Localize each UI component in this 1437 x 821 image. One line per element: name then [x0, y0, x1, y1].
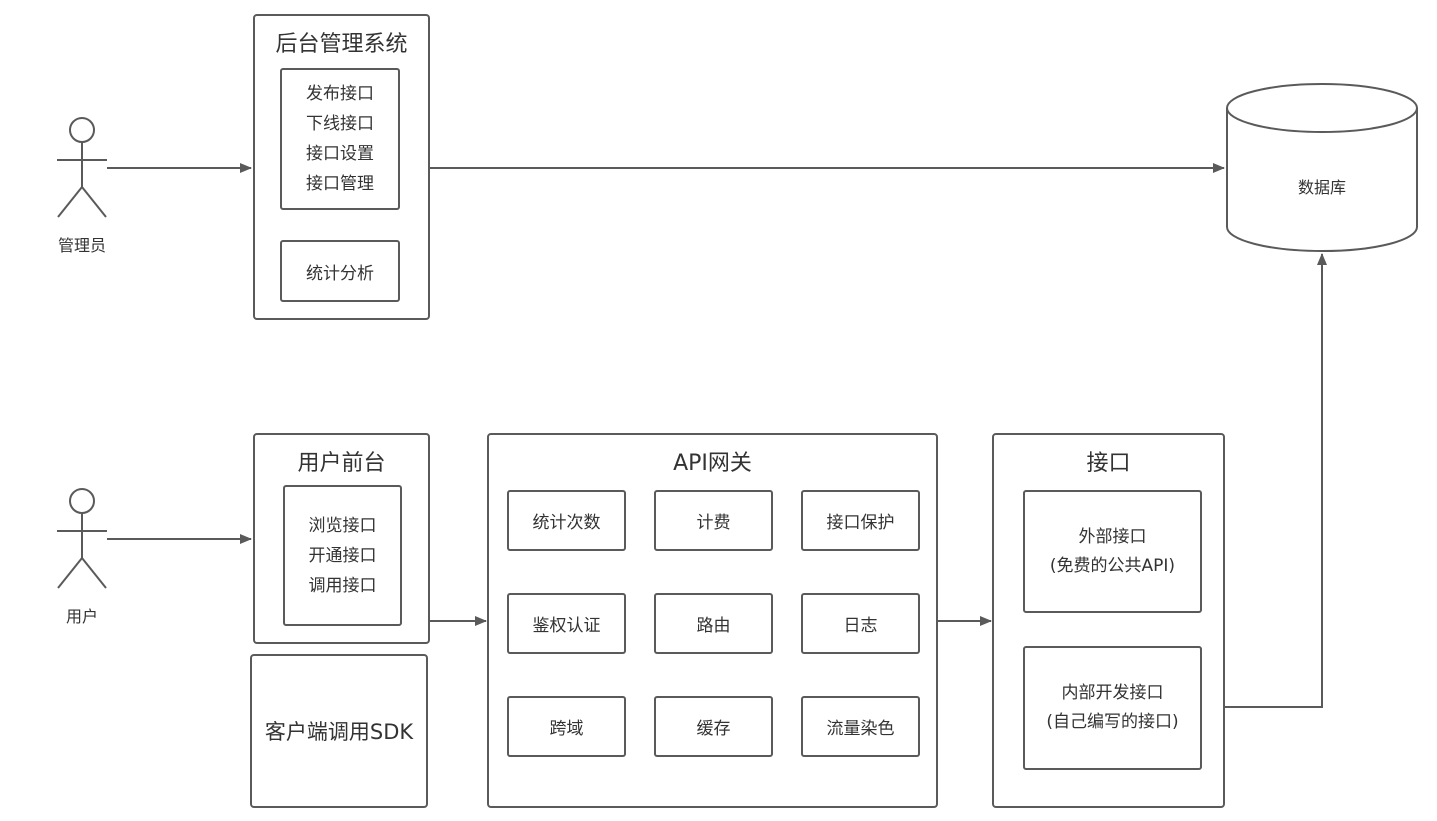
- admin-actor-icon: [57, 117, 107, 218]
- function-publish-api: 发布接口: [306, 84, 374, 104]
- gateway-item-cors: 跨域: [507, 696, 626, 757]
- api-title: 接口: [1086, 451, 1131, 476]
- function-browse-api: 浏览接口: [308, 515, 377, 536]
- admin-system-box: 后台管理系统 发布接口 下线接口 接口设置 接口管理 统计分析: [253, 14, 430, 320]
- function-activate-api: 开通接口: [308, 545, 377, 566]
- arrow-internal-api-to-database: [1200, 253, 1327, 708]
- gateway-box: API网关 统计次数 计费 接口保护 鉴权认证 路由 日志 跨域 缓存 流量染色: [487, 433, 938, 808]
- gateway-item-routing: 路由: [654, 593, 773, 654]
- admin-system-title: 后台管理系统: [275, 32, 408, 57]
- frontend-functions-box: 浏览接口 开通接口 调用接口: [283, 485, 402, 626]
- external-api-label: 外部接口: [1078, 526, 1147, 547]
- gateway-item-cache: 缓存: [654, 696, 773, 757]
- admin-label: 管理员: [57, 236, 106, 255]
- admin-functions-box: 发布接口 下线接口 接口设置 接口管理: [280, 68, 400, 210]
- api-box: 接口 外部接口 (免费的公共API) 内部开发接口 (自己编写的接口): [992, 433, 1225, 808]
- user-label: 用户: [65, 607, 98, 626]
- gateway-item-auth: 鉴权认证: [507, 593, 626, 654]
- gateway-item-logging: 日志: [801, 593, 920, 654]
- internal-api-label: 内部开发接口: [1061, 683, 1164, 703]
- internal-api-box: 内部开发接口 (自己编写的接口): [1023, 646, 1202, 770]
- database-cylinder-icon: [1226, 83, 1418, 252]
- gateway-item-count: 统计次数: [507, 490, 626, 551]
- sdk-title: 客户端调用SDK: [264, 720, 414, 744]
- function-api-settings: 接口设置: [306, 144, 374, 164]
- external-api-note: (免费的公共API): [1049, 555, 1176, 576]
- frontend-title: 用户前台: [297, 451, 386, 476]
- user-actor-icon: [57, 488, 107, 589]
- frontend-box: 用户前台 浏览接口 开通接口 调用接口: [253, 433, 430, 644]
- function-offline-api: 下线接口: [306, 114, 374, 134]
- internal-api-note: (自己编写的接口): [1046, 712, 1179, 732]
- gateway-item-protection: 接口保护: [801, 490, 920, 551]
- gateway-title: API网关: [673, 451, 752, 476]
- gateway-item-traffic-tagging: 流量染色: [801, 696, 920, 757]
- function-api-management: 接口管理: [306, 174, 374, 194]
- stats-analysis-box: 统计分析: [280, 240, 400, 302]
- database-label: 数据库: [1297, 178, 1346, 197]
- function-call-api: 调用接口: [308, 575, 377, 596]
- gateway-item-billing: 计费: [654, 490, 773, 551]
- external-api-box: 外部接口 (免费的公共API): [1023, 490, 1202, 613]
- sdk-box: 客户端调用SDK: [250, 654, 428, 808]
